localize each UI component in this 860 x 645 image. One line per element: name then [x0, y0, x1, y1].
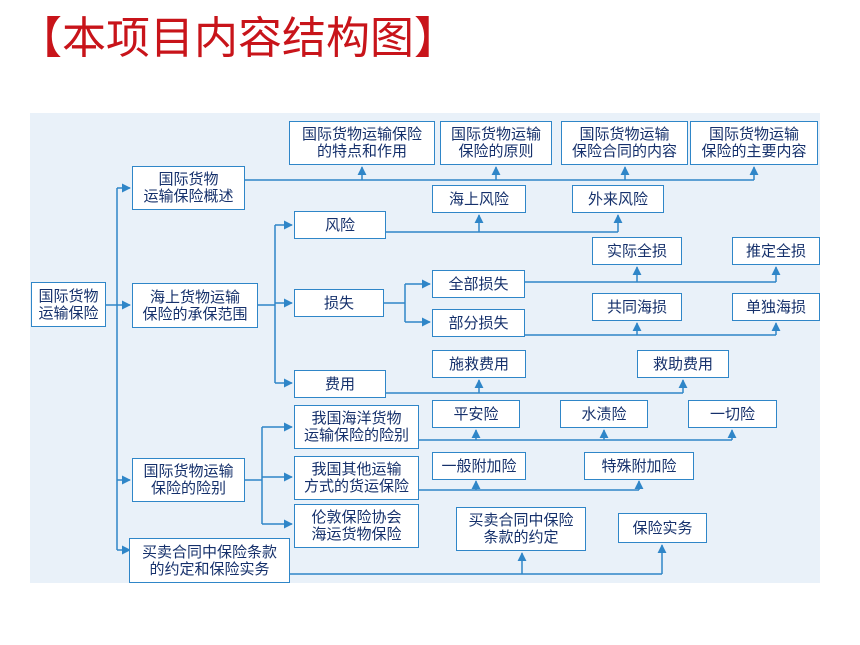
- node-general-average: 共同海损: [592, 293, 682, 321]
- node-general-additional: 一般附加险: [432, 452, 526, 480]
- node-constructive-total-loss: 推定全损: [732, 237, 820, 265]
- node-sue-labor: 施救费用: [432, 350, 526, 378]
- page-title: 【本项目内容结构图】: [18, 13, 458, 64]
- node-loss: 损失: [294, 289, 384, 317]
- node-main-content: 国际货物运输 保险的主要内容: [690, 121, 818, 165]
- node-wa: 水渍险: [560, 400, 648, 428]
- node-total-loss: 全部损失: [432, 270, 525, 298]
- node-fpa: 平安险: [432, 400, 520, 428]
- node-root: 国际货物 运输保险: [31, 282, 106, 327]
- node-particular-average: 单独海损: [732, 293, 820, 321]
- node-risk: 风险: [294, 211, 386, 239]
- node-types: 国际货物运输 保险的险别: [132, 458, 245, 502]
- node-expense: 费用: [294, 370, 386, 398]
- node-special-additional: 特殊附加险: [584, 452, 694, 480]
- node-contract-content: 国际货物运输 保险合同的内容: [561, 121, 688, 165]
- node-iul: 伦敦保险协会 海运货物保险: [294, 504, 419, 548]
- node-cn-other: 我国其他运输 方式的货运保险: [294, 456, 419, 500]
- node-coverage: 海上货物运输 保险的承保范围: [132, 283, 258, 328]
- node-principles: 国际货物运输 保险的原则: [440, 121, 552, 165]
- node-insurance-practice: 保险实务: [618, 513, 707, 543]
- node-clause-agreement: 买卖合同中保险 条款的约定: [456, 507, 586, 551]
- node-overview: 国际货物 运输保险概述: [132, 166, 245, 210]
- node-features: 国际货物运输保险 的特点和作用: [289, 121, 435, 165]
- node-partial-loss: 部分损失: [432, 309, 525, 337]
- node-external-risk: 外来风险: [572, 185, 664, 213]
- node-marine-risk: 海上风险: [432, 185, 526, 213]
- node-all-risks: 一切险: [688, 400, 777, 428]
- node-salvage: 救助费用: [637, 350, 729, 378]
- node-practice: 买卖合同中保险条款 的约定和保险实务: [129, 538, 290, 583]
- node-cn-marine: 我国海洋货物 运输保险的险别: [294, 405, 419, 449]
- node-actual-total-loss: 实际全损: [592, 237, 682, 265]
